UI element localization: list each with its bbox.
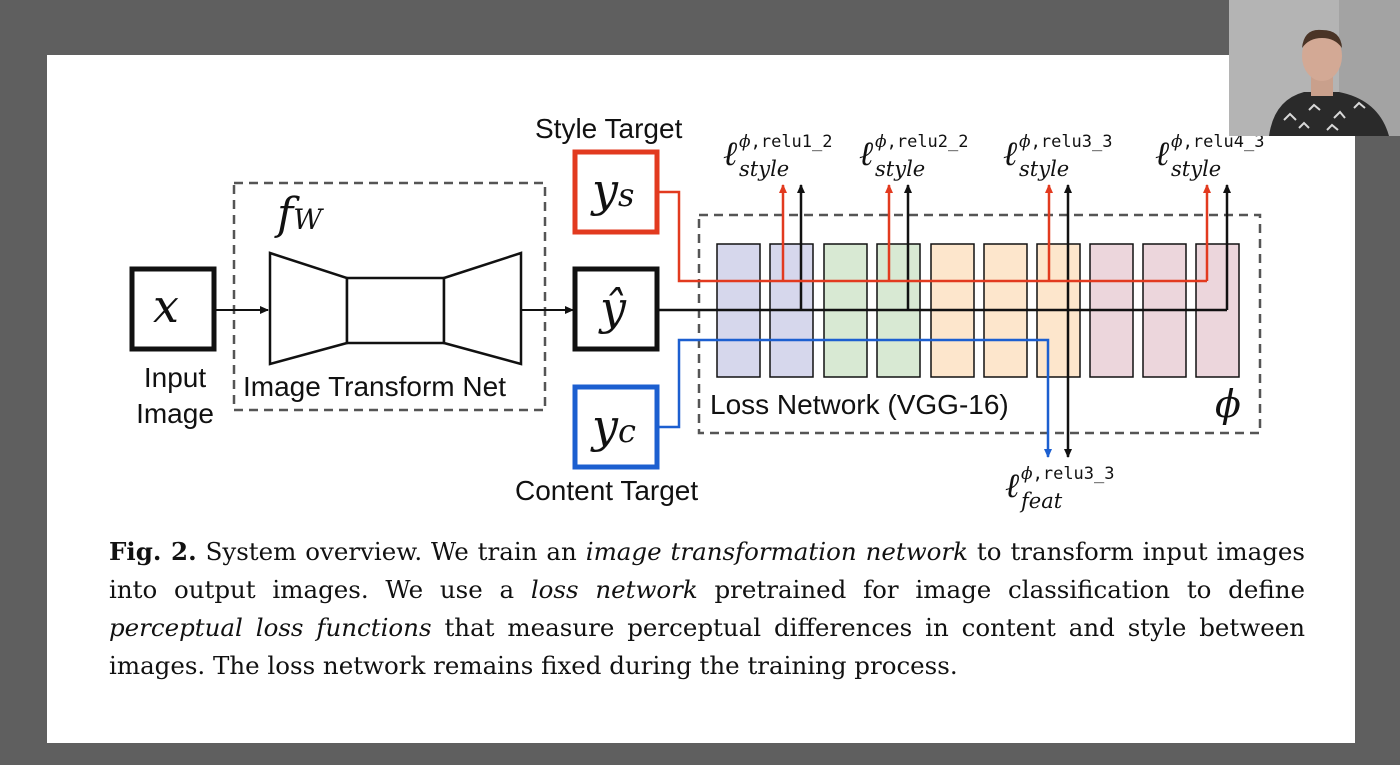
output-symbol: ŷ	[600, 281, 626, 335]
figure-label: Fig. 2.	[109, 537, 197, 566]
input-symbol: x	[153, 279, 179, 333]
caption-emphasis: perceptual loss functions	[109, 613, 432, 642]
content-target-label: Content Target	[515, 475, 699, 506]
figure-caption: Fig. 2. System overview. We train an ima…	[109, 533, 1305, 685]
content-target-symbol: yc	[592, 399, 636, 453]
decoder-trapezoid	[442, 251, 523, 366]
caption-text: System overview. We train an	[196, 537, 586, 566]
transform-net-symbol: fW	[277, 189, 323, 240]
output-path-lines	[657, 184, 1231, 458]
content-path-lines	[657, 338, 1052, 458]
input-box	[129, 266, 217, 352]
slide: x ŷ ys yc fW ϕ Input Image Image Transfo…	[47, 55, 1355, 743]
presenter-video-icon	[1229, 0, 1400, 136]
loss-network-symbol: ϕ	[1215, 382, 1241, 426]
input-label: Input Image	[136, 362, 214, 429]
transform-net-dashed-box	[232, 181, 547, 412]
presenter-silhouette	[1229, 0, 1400, 136]
content-target-box	[572, 384, 660, 470]
caption-emphasis: image transformation network	[585, 537, 968, 566]
loss-network-dashed-box	[697, 213, 1262, 435]
caption-text: pretrained for image classification to d…	[697, 575, 1305, 604]
system-overview-diagram	[129, 149, 1262, 470]
style-target-label: Style Target	[535, 113, 683, 144]
loss-network-label: Loss Network (VGG-16)	[710, 389, 1009, 420]
style-target-symbol: ys	[592, 163, 635, 217]
bottleneck-block	[345, 276, 446, 345]
transform-net-label: Image Transform Net	[243, 371, 506, 402]
output-box	[572, 266, 660, 352]
encoder-trapezoid	[268, 251, 349, 366]
caption-text: that measure perceptual differences in c…	[109, 613, 1305, 680]
caption-emphasis: loss network	[530, 575, 698, 604]
style-path-lines	[657, 184, 1211, 283]
caption-text: to transform input images into output im…	[109, 537, 1305, 604]
